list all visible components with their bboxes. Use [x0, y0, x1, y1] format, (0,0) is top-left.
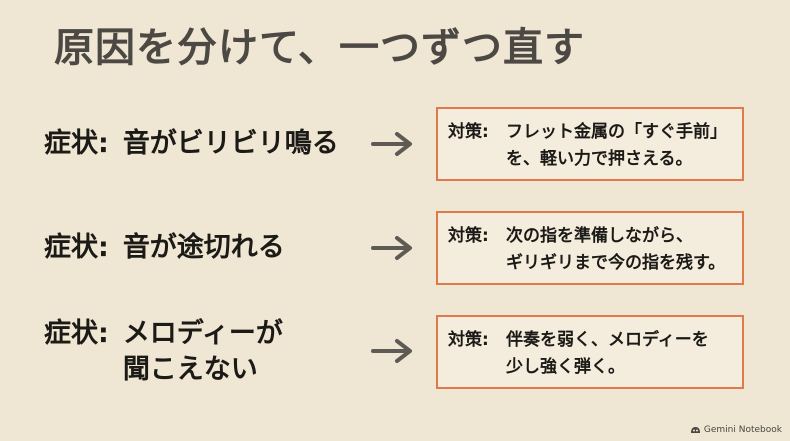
symptom-text: 音が途切れる [123, 230, 285, 266]
right-arrow-icon [370, 130, 418, 158]
fix-line: 次の指を準備しながら、 [506, 226, 693, 246]
slide-title: 原因を分けて、一つずつ直す [54, 25, 585, 71]
fix-line: 伴奏を弱く、メロディーを [506, 330, 709, 350]
symptom: 症状: 音がビリビリ鳴る [44, 126, 339, 162]
symptom: 症状: メロディーが聞こえない [44, 316, 283, 388]
symptom-line: 聞こえない [122, 354, 258, 385]
fix-line: フレット金属の「すぐ手前」 [506, 122, 727, 142]
fix-label: 対策: [448, 226, 489, 246]
right-arrow-icon [370, 337, 418, 365]
symptom-text: メロディーが聞こえない [123, 316, 283, 388]
fix-box: 対策: 伴奏を弱く、メロディーを少し強く弾く。 [436, 315, 744, 389]
fix-box: 対策: 次の指を準備しながら、ギリギリまで今の指を残す。 [436, 211, 744, 285]
fix-text: 伴奏を弱く、メロディーを少し強く弾く。 [506, 327, 709, 381]
right-arrow-icon [370, 234, 418, 262]
footer-text: Gemini Notebook [703, 425, 782, 435]
fix-line: を、軽い力で押さえる。 [506, 149, 693, 169]
fix-text: フレット金属の「すぐ手前」を、軽い力で押さえる。 [506, 119, 727, 173]
fix-line: ギリギリまで今の指を残す。 [506, 253, 726, 273]
symptom-text: 音がビリビリ鳴る [123, 126, 339, 162]
fix-label: 対策: [448, 122, 489, 142]
gemini-notebook-icon [690, 426, 701, 434]
fix-label: 対策: [448, 330, 489, 350]
symptom-line: 音が途切れる [122, 232, 285, 263]
symptom-line: 音がビリビリ鳴る [122, 128, 339, 159]
symptom-label: 症状: [44, 318, 109, 349]
fix-box: 対策: フレット金属の「すぐ手前」を、軽い力で押さえる。 [436, 107, 744, 181]
symptom: 症状: 音が途切れる [44, 230, 285, 266]
fix-line: 少し強く弾く。 [506, 357, 625, 377]
symptom-label: 症状: [44, 232, 109, 263]
footer-branding: Gemini Notebook [690, 425, 782, 435]
symptom-line: メロディーが [122, 318, 283, 349]
fix-text: 次の指を準備しながら、ギリギリまで今の指を残す。 [506, 223, 725, 277]
symptom-label: 症状: [44, 128, 109, 159]
